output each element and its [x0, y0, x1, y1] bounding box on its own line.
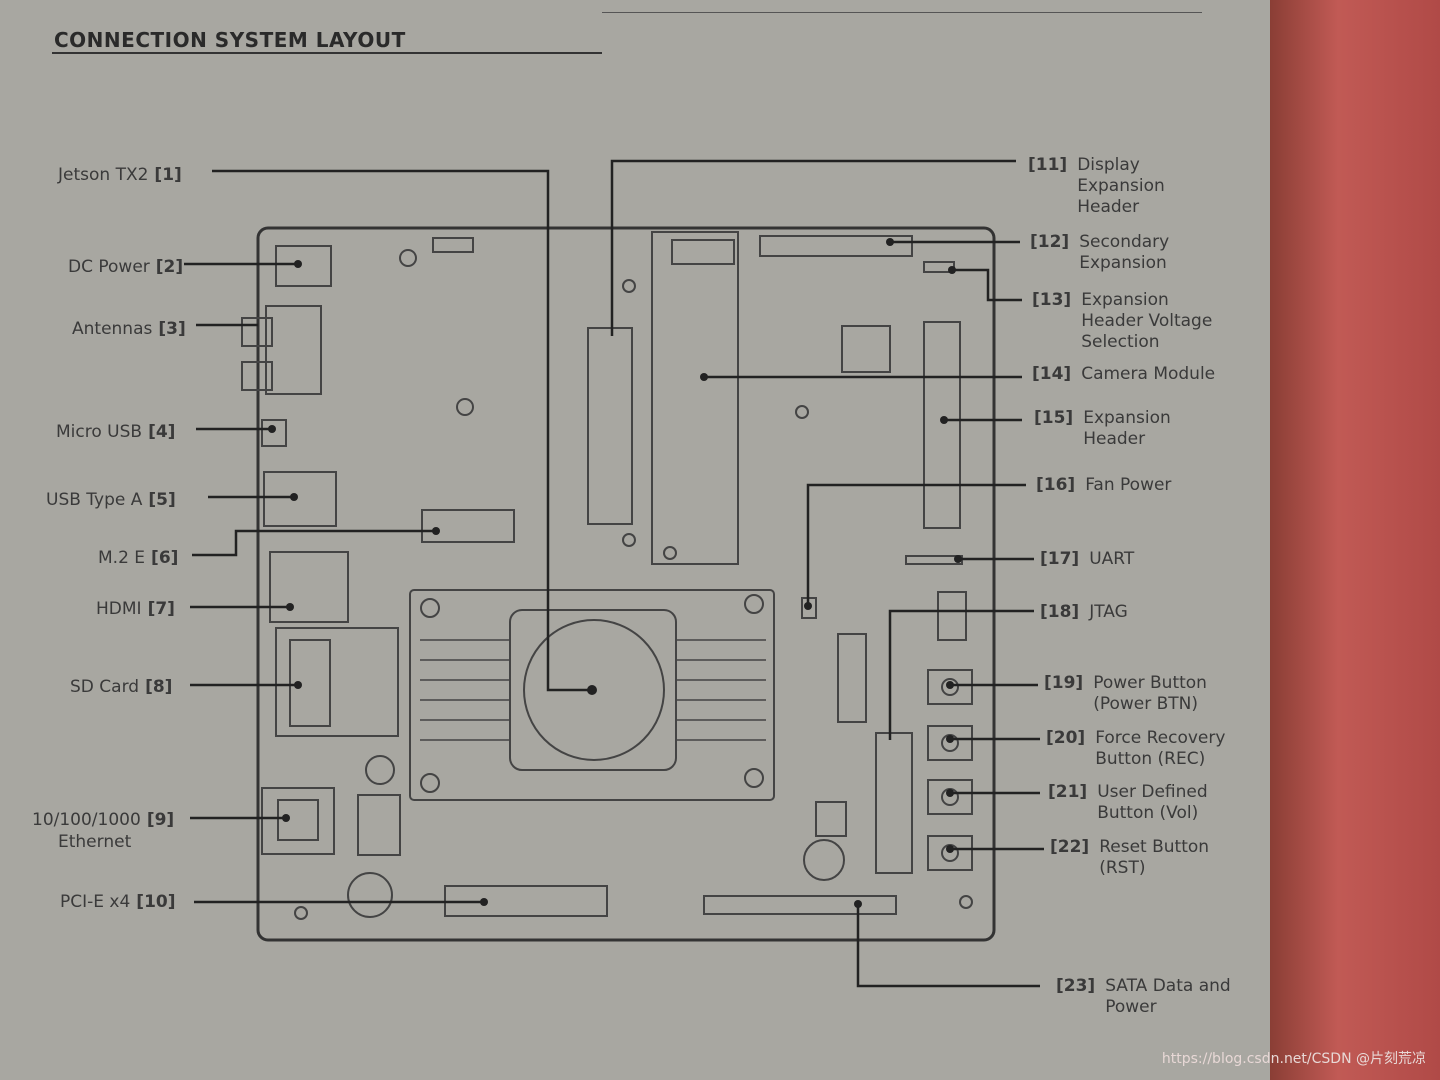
- label-ethernet: 10/100/1000[9]: [32, 810, 175, 830]
- page-title: CONNECTION SYSTEM LAYOUT: [54, 28, 406, 52]
- label-display-expansion: [11]Display Expansion Header: [1028, 155, 1165, 217]
- title-underline: [52, 52, 602, 54]
- label-sata: [23]SATA Data and Power: [1056, 976, 1231, 1017]
- watermark: https://blog.csdn.net/CSDN @片刻荒凉: [1161, 1051, 1426, 1067]
- label-expansion-header: [15]Expansion Header: [1034, 408, 1171, 449]
- label-fan-power: [16]Fan Power: [1036, 475, 1172, 495]
- usb-a-port: [263, 471, 337, 527]
- m2-slot: [421, 509, 515, 543]
- antenna-connector-1: [241, 317, 273, 347]
- label-force-recovery: [20]Force Recovery Button (REC): [1046, 728, 1226, 769]
- micro-usb-port: [261, 419, 287, 447]
- fan-housing: [509, 609, 677, 771]
- label-antennas: Antennas[3]: [72, 319, 186, 339]
- label-jtag: [18]JTAG: [1040, 602, 1128, 622]
- display-header: [587, 327, 633, 525]
- power-button: [927, 669, 973, 705]
- label-usb-type-a: USB Type A[5]: [46, 490, 176, 510]
- label-ethernet-line2: Ethernet: [58, 832, 132, 852]
- uart-header: [905, 555, 963, 565]
- antenna-connector-2: [241, 361, 273, 391]
- sd-card-slot: [275, 627, 399, 737]
- fan: [523, 619, 665, 761]
- jtag-header: [875, 732, 913, 874]
- ethernet-port: [261, 787, 335, 855]
- background-fabric: [1270, 0, 1440, 1080]
- user-button: [927, 779, 973, 815]
- dc-power-jack: [275, 245, 332, 287]
- leader-lines: [184, 159, 1044, 988]
- label-sd-card: SD Card[8]: [70, 677, 173, 697]
- label-voltage-selection: [13]Expansion Header Voltage Selection: [1032, 290, 1213, 352]
- top-rule: [602, 12, 1202, 13]
- label-user-defined: [21]User Defined Button (Vol): [1048, 782, 1208, 823]
- label-camera-module: [14]Camera Module: [1032, 364, 1216, 384]
- expansion-header: [923, 321, 961, 529]
- recovery-button: [927, 725, 973, 761]
- hdmi-port: [269, 551, 349, 623]
- heatsink: [409, 589, 775, 801]
- board-outline: [256, 226, 996, 942]
- reset-button: [927, 835, 973, 871]
- sata-connector: [703, 895, 897, 915]
- chip: [841, 325, 891, 373]
- secondary-expansion-header: [759, 235, 913, 257]
- label-secondary-expansion: [12]Secondary Expansion: [1030, 232, 1170, 273]
- label-pcie: PCI-E x4[10]: [60, 892, 176, 912]
- label-jetson-tx2: Jetson TX2[1]: [58, 165, 182, 185]
- label-power-button: [19]Power Button (Power BTN): [1044, 673, 1207, 714]
- label-m2-e: M.2 E[6]: [98, 548, 179, 568]
- label-micro-usb: Micro USB[4]: [56, 422, 176, 442]
- label-hdmi: HDMI[7]: [96, 599, 175, 619]
- label-reset-button: [22]Reset Button (RST): [1050, 837, 1210, 878]
- camera-module-board: [651, 231, 739, 565]
- label-dc-power: DC Power[2]: [68, 257, 184, 277]
- label-uart: [17]UART: [1040, 549, 1135, 569]
